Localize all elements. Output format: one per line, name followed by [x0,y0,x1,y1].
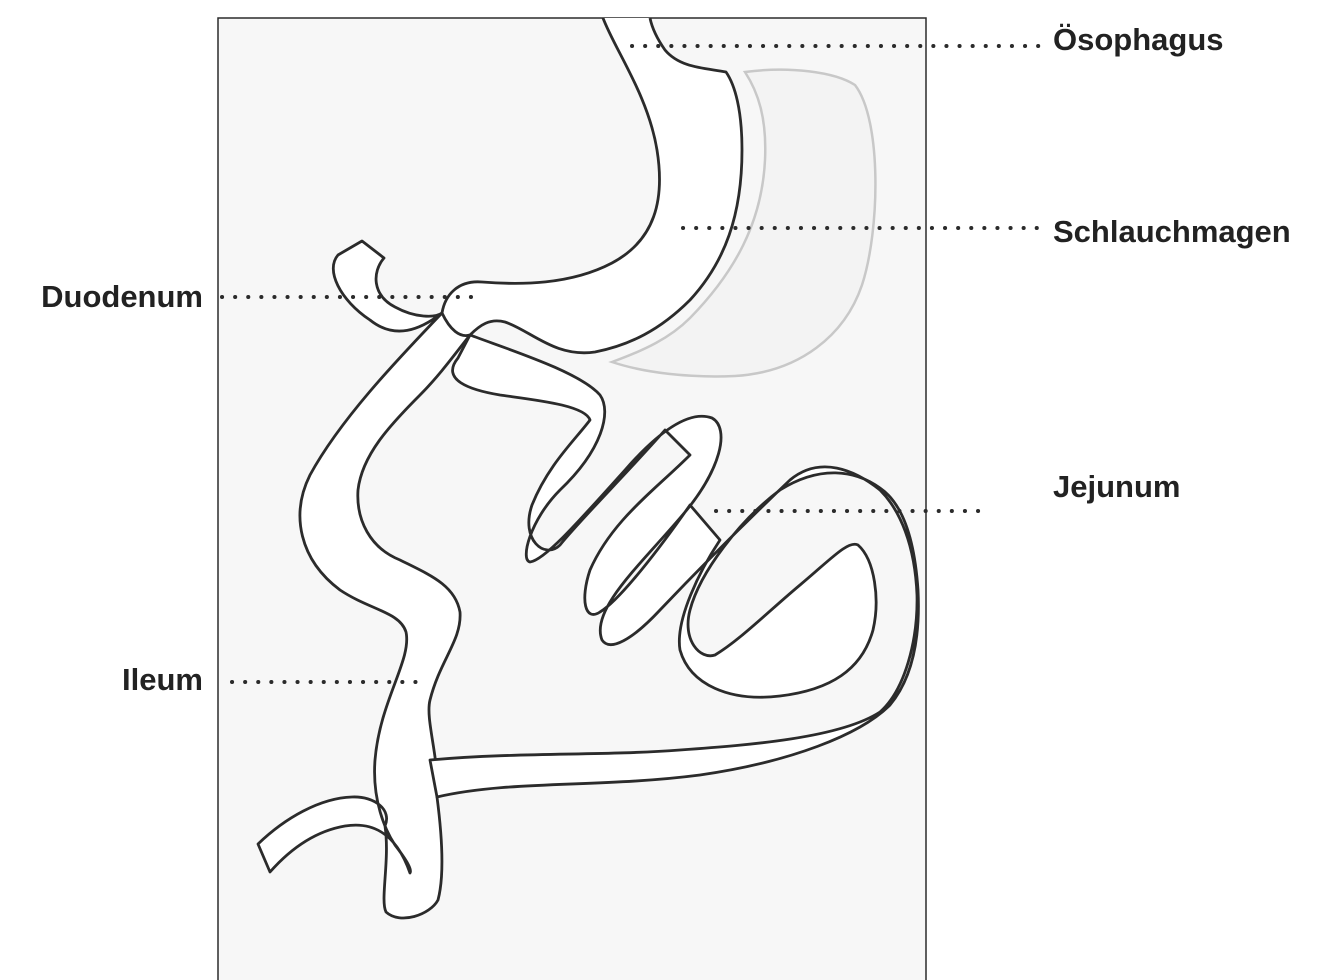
label-jejunum: Jejunum [1053,471,1180,502]
label-ileum: Ileum [122,664,203,695]
label-oesophagus: Ösophagus [1053,24,1224,55]
label-duodenum: Duodenum [41,281,203,312]
label-schlauchmagen: Schlauchmagen [1053,216,1291,247]
